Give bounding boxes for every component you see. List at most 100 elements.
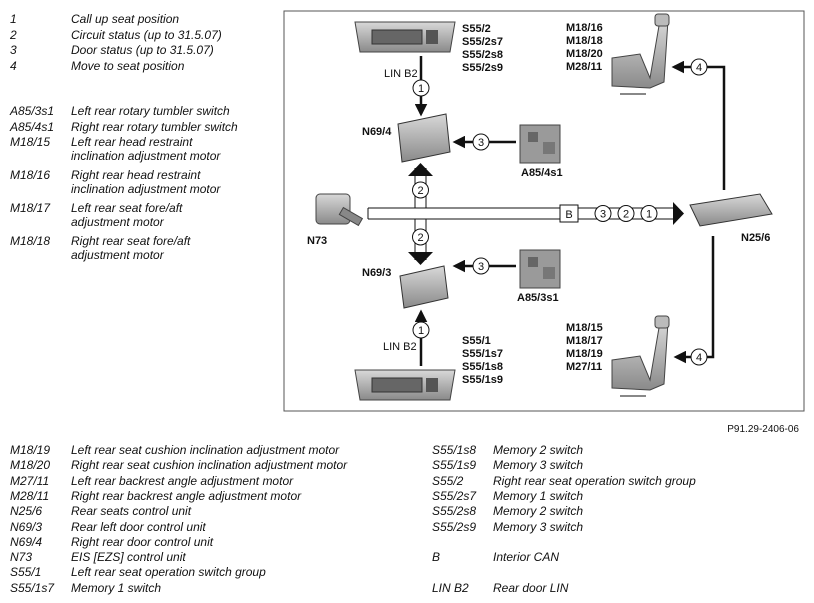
legend-code: M18/15 (10, 135, 51, 149)
legend-desc: Left rear seat fore/aft (71, 201, 183, 215)
legend-desc: Right rear head restraint (71, 168, 201, 182)
legend-code: B (432, 550, 441, 565)
legend-code: M28/11 (10, 488, 50, 503)
marker-2-down (412, 228, 429, 246)
legend-code: 2 (10, 27, 17, 42)
legend-desc: Interior CAN (493, 550, 560, 565)
legend-code: M18/17 (10, 201, 51, 215)
legend-desc-cont: inclination adjustment motor (71, 182, 221, 196)
switch-a85-3s1 (519, 249, 561, 289)
label-m18-17: M18/17 (566, 335, 603, 347)
legend-desc: Memory 1 switch (493, 488, 584, 503)
seat-left-rear (611, 315, 670, 397)
legend-code: S55/2s9 (432, 519, 477, 534)
label-m18-16: M18/16 (566, 22, 603, 34)
legend-desc: Door status (up to 31.5.07) (71, 43, 214, 57)
label-a85-4s1: A85/4s1 (521, 167, 563, 179)
legend-code: N73 (10, 550, 33, 565)
eis-unit-n73 (315, 193, 364, 227)
legend-code: M18/16 (10, 168, 51, 182)
label-n25-6: N25/6 (741, 232, 770, 244)
legend-code: S55/2 (432, 473, 464, 488)
svg-text:3: 3 (478, 137, 484, 149)
marker-3-right (472, 133, 490, 151)
label-m18-20: M18/20 (566, 48, 603, 60)
label-m28-11: M28/11 (566, 61, 602, 73)
label-m27-11: M27/11 (566, 361, 602, 373)
legend-desc: Left rear head restraint (71, 135, 193, 149)
lin-b2-bottom-label: LIN B2 (383, 341, 417, 353)
marker-4-bottom (690, 348, 708, 366)
figure-id: P91.29-2406-06 (727, 424, 799, 435)
svg-text:4: 4 (696, 62, 702, 74)
legend-desc: Circuit status (up to 31.5.07) (71, 27, 222, 42)
label-a85-3s1: A85/3s1 (517, 292, 559, 304)
legend-code: 3 (10, 43, 17, 57)
legend-desc: Right rear backrest angle adjustment mot… (71, 488, 302, 503)
legend-desc: Call up seat position (71, 12, 180, 26)
legend-desc: Move to seat position (71, 58, 185, 73)
bus-marker-2 (617, 205, 635, 222)
label-s55-2s8: S55/2s8 (462, 49, 503, 61)
switch-panel-s55-2 (354, 21, 456, 53)
svg-text:2: 2 (623, 209, 629, 221)
legend-desc: EIS [EZS] control unit (71, 550, 186, 565)
svg-text:1: 1 (418, 325, 424, 337)
legend-desc: Left rear backrest angle adjustment moto… (71, 473, 294, 488)
switch-a85-4s1 (519, 124, 561, 164)
label-s55-2s7: S55/2s7 (462, 36, 503, 48)
right-seat-labels: M18/16 M18/18 M18/20 M28/11 (566, 22, 603, 73)
legend-code: S55/1s9 (432, 458, 477, 473)
control-unit-n25-6 (689, 193, 773, 227)
legend-code: 1 (10, 12, 17, 26)
legend-desc: Memory 1 switch (71, 580, 162, 595)
legend-code: A85/4s1 (10, 119, 55, 134)
label-n73: N73 (307, 235, 327, 247)
s55-1-labels: S55/1 S55/1s7 S55/1s8 S55/1s9 (462, 335, 503, 386)
control-unit-n69-3 (399, 265, 449, 309)
legend-desc: Memory 3 switch (493, 458, 584, 473)
legend-desc: Right rear seat cushion inclination adju… (71, 458, 348, 473)
label-s55-1s7: S55/1s7 (462, 348, 503, 360)
marker-3-left (472, 257, 490, 275)
legend-desc: Rear door LIN (493, 580, 569, 595)
legend-desc: Memory 2 switch (493, 504, 584, 519)
legend-desc: Right rear seat fore/aft (71, 234, 191, 248)
label-n69-4: N69/4 (362, 126, 392, 138)
legend-desc: Right rear seat operation switch group (493, 473, 696, 488)
label-n69-3: N69/3 (362, 267, 391, 279)
legend-desc: Right rear rotary tumbler switch (71, 119, 238, 134)
legend-code: LIN B2 (432, 580, 469, 595)
marker-1-top (412, 79, 430, 97)
seat-right-rear (611, 13, 670, 95)
legend-desc-cont: inclination adjustment motor (71, 149, 221, 163)
legend-desc: Memory 3 switch (493, 519, 584, 534)
label-m18-15: M18/15 (566, 322, 603, 334)
legend-code: N25/6 (10, 504, 43, 519)
legend-code: S55/1s7 (10, 580, 55, 595)
legend-code: M18/18 (10, 234, 51, 248)
label-m18-18: M18/18 (566, 35, 603, 47)
bus-marker-1 (640, 205, 658, 222)
legend-code: S55/2s8 (432, 504, 477, 519)
svg-text:1: 1 (418, 83, 424, 95)
svg-text:1: 1 (646, 209, 652, 221)
legend-desc: Right rear door control unit (71, 534, 214, 549)
legend-desc: Left rear seat operation switch group (71, 565, 266, 580)
svg-text:2: 2 (417, 185, 423, 197)
legend-code: M18/20 (10, 458, 51, 473)
svg-text:3: 3 (478, 261, 484, 273)
legend-desc: Left rear seat cushion inclination adjus… (71, 443, 340, 457)
legend-code: N69/4 (10, 534, 43, 549)
label-s55-1: S55/1 (462, 335, 491, 347)
switch-panel-s55-1 (354, 369, 456, 401)
svg-text:4: 4 (696, 352, 702, 364)
s55-2-labels: S55/2 S55/2s7 S55/2s8 S55/2s9 (462, 23, 503, 74)
legend-code: M18/19 (10, 443, 51, 457)
diagram-frame (283, 10, 805, 412)
left-seat-labels: M18/15 M18/17 M18/19 M27/11 (566, 322, 603, 373)
legend-desc-cont: adjustment motor (71, 248, 164, 262)
marker-4-top (690, 58, 708, 76)
legend-desc: Memory 2 switch (493, 443, 584, 457)
marker-1-bottom (412, 321, 430, 339)
